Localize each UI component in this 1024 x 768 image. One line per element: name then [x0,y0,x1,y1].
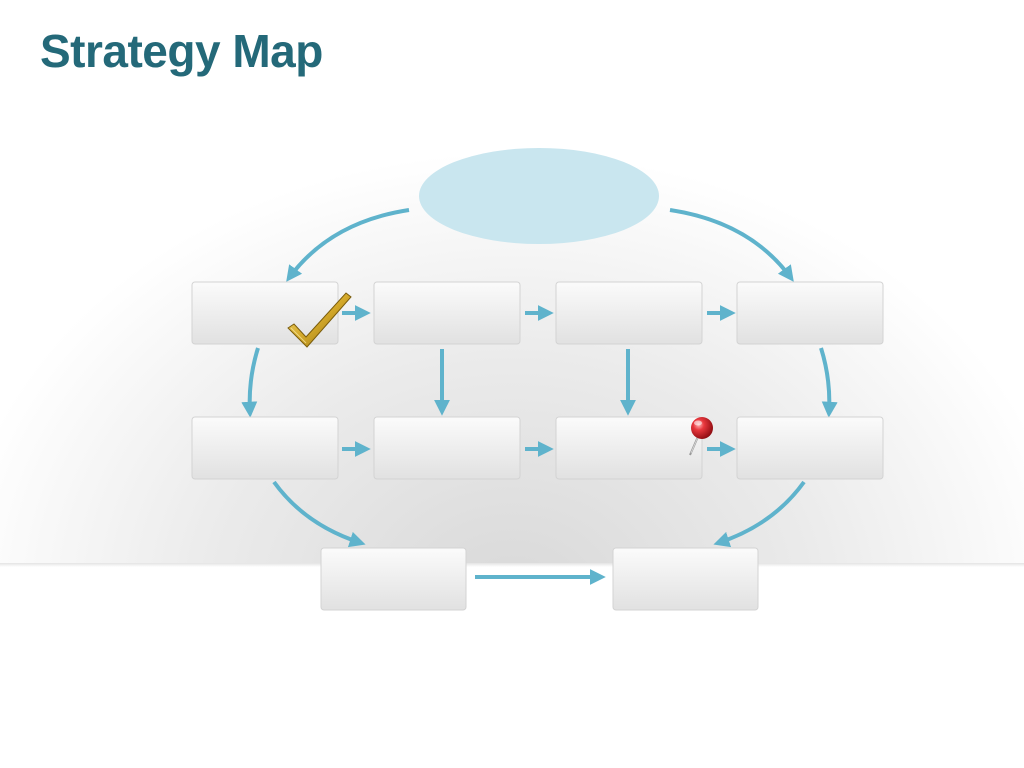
goal-ellipse[interactable] [419,148,659,244]
box-r2c3[interactable] [555,416,703,480]
arrow-r2c4-to-r3c2 [713,480,806,548]
arrow-r1c4-to-r2c4 [819,347,838,418]
box-r1c1[interactable] [191,281,339,345]
page-title: Strategy Map [40,25,323,77]
box-r2c2[interactable] [373,416,521,480]
box-r3c1[interactable] [320,547,467,611]
floor-line [0,563,1024,567]
box-r1c4[interactable] [736,281,884,345]
arrow-goal-to-r1c4 [669,208,794,282]
box-r2c4[interactable] [736,416,884,480]
box-r1c3[interactable] [555,281,703,345]
arrow-r1c1-to-r2c1 [241,347,260,418]
arrow-r2c1-to-r3c1 [272,480,366,548]
box-r2c1[interactable] [191,416,339,480]
box-r3c2[interactable] [612,547,759,611]
arrow-goal-to-r1c1 [286,208,410,282]
pushpin-icon [689,417,713,456]
box-r1c2[interactable] [373,281,521,345]
checkmark-icon [287,292,352,348]
